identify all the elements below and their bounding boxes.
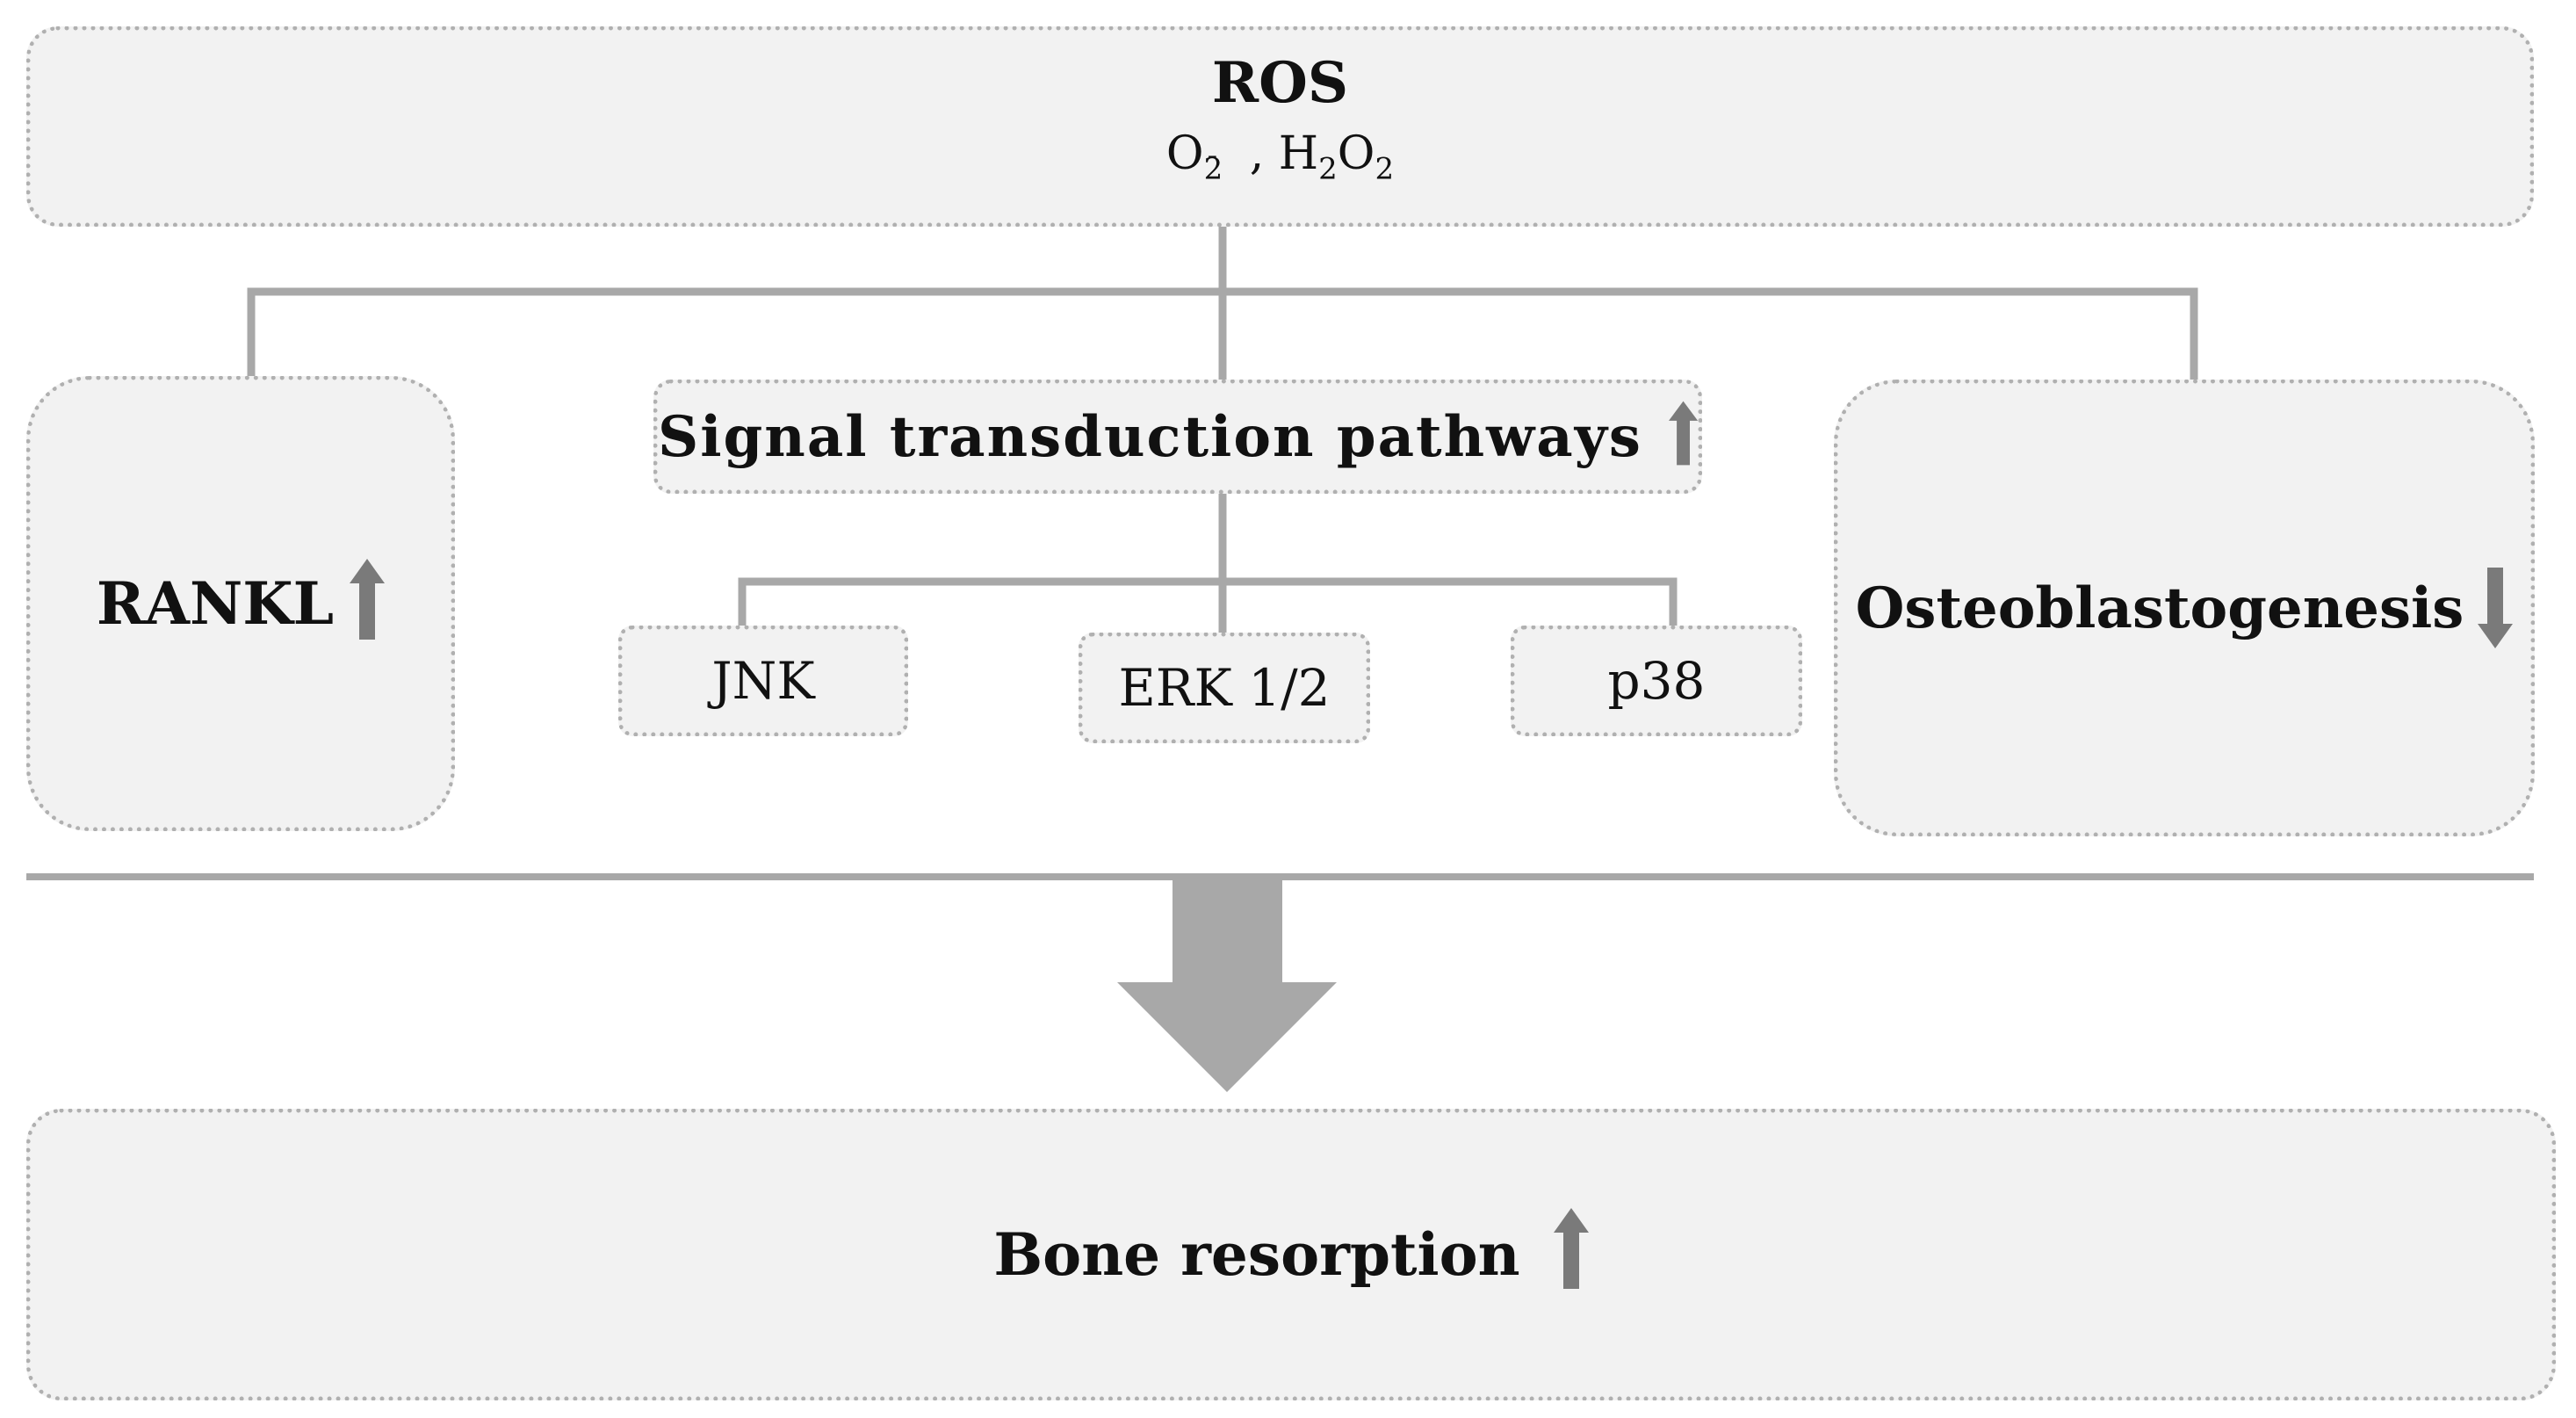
- signal-transduction-box: Signal transduction pathways: [653, 380, 1702, 494]
- bone-resorption-up-arrow-icon: [1553, 1208, 1589, 1289]
- ros-branch-connector: [247, 287, 2198, 384]
- ros-o2-subscript: 2: [1203, 151, 1223, 187]
- kinase-box-erk: ERK 1/2: [1079, 633, 1370, 743]
- ros-o2-symbol: O: [1165, 127, 1204, 181]
- osteoblastogenesis-down-arrow-icon: [2478, 568, 2514, 648]
- bone-resorption-box: Bone resorption: [26, 1109, 2556, 1400]
- rankl-up-arrow-icon: [350, 559, 386, 640]
- ros-species: O2- , H2O2: [1166, 119, 1394, 204]
- osteoblastogenesis-label: Osteoblastogenesis: [1855, 575, 2464, 641]
- ros-o-subscript: 2: [1375, 151, 1395, 187]
- ros-o-symbol: O: [1337, 127, 1375, 181]
- kinase-label-jnk: JNK: [711, 651, 815, 711]
- kinase-box-jnk: JNK: [618, 626, 908, 736]
- ros-h-symbol: H: [1278, 127, 1319, 181]
- kinase-box-p38: p38: [1511, 626, 1802, 736]
- signal-transduction-label: Signal transduction pathways: [658, 403, 1642, 470]
- ros-box: ROS O2- , H2O2: [26, 26, 2534, 227]
- ros-title: ROS: [1211, 50, 1349, 117]
- signal-up-arrow-icon: [1668, 401, 1698, 466]
- ros-o2-superscript: -: [1207, 138, 1218, 174]
- rankl-box: RANKL: [26, 376, 455, 831]
- osteoblastogenesis-box: Osteoblastogenesis: [1834, 380, 2535, 836]
- kinase-label-p38: p38: [1607, 651, 1706, 711]
- ros-separator: ,: [1235, 127, 1279, 181]
- kinase-branch-connector: [738, 577, 1678, 630]
- rankl-label: RANKL: [96, 569, 335, 638]
- ros-h-subscript: 2: [1318, 151, 1338, 187]
- kinase-label-erk: ERK 1/2: [1118, 658, 1331, 718]
- bone-resorption-label: Bone resorption: [993, 1220, 1520, 1289]
